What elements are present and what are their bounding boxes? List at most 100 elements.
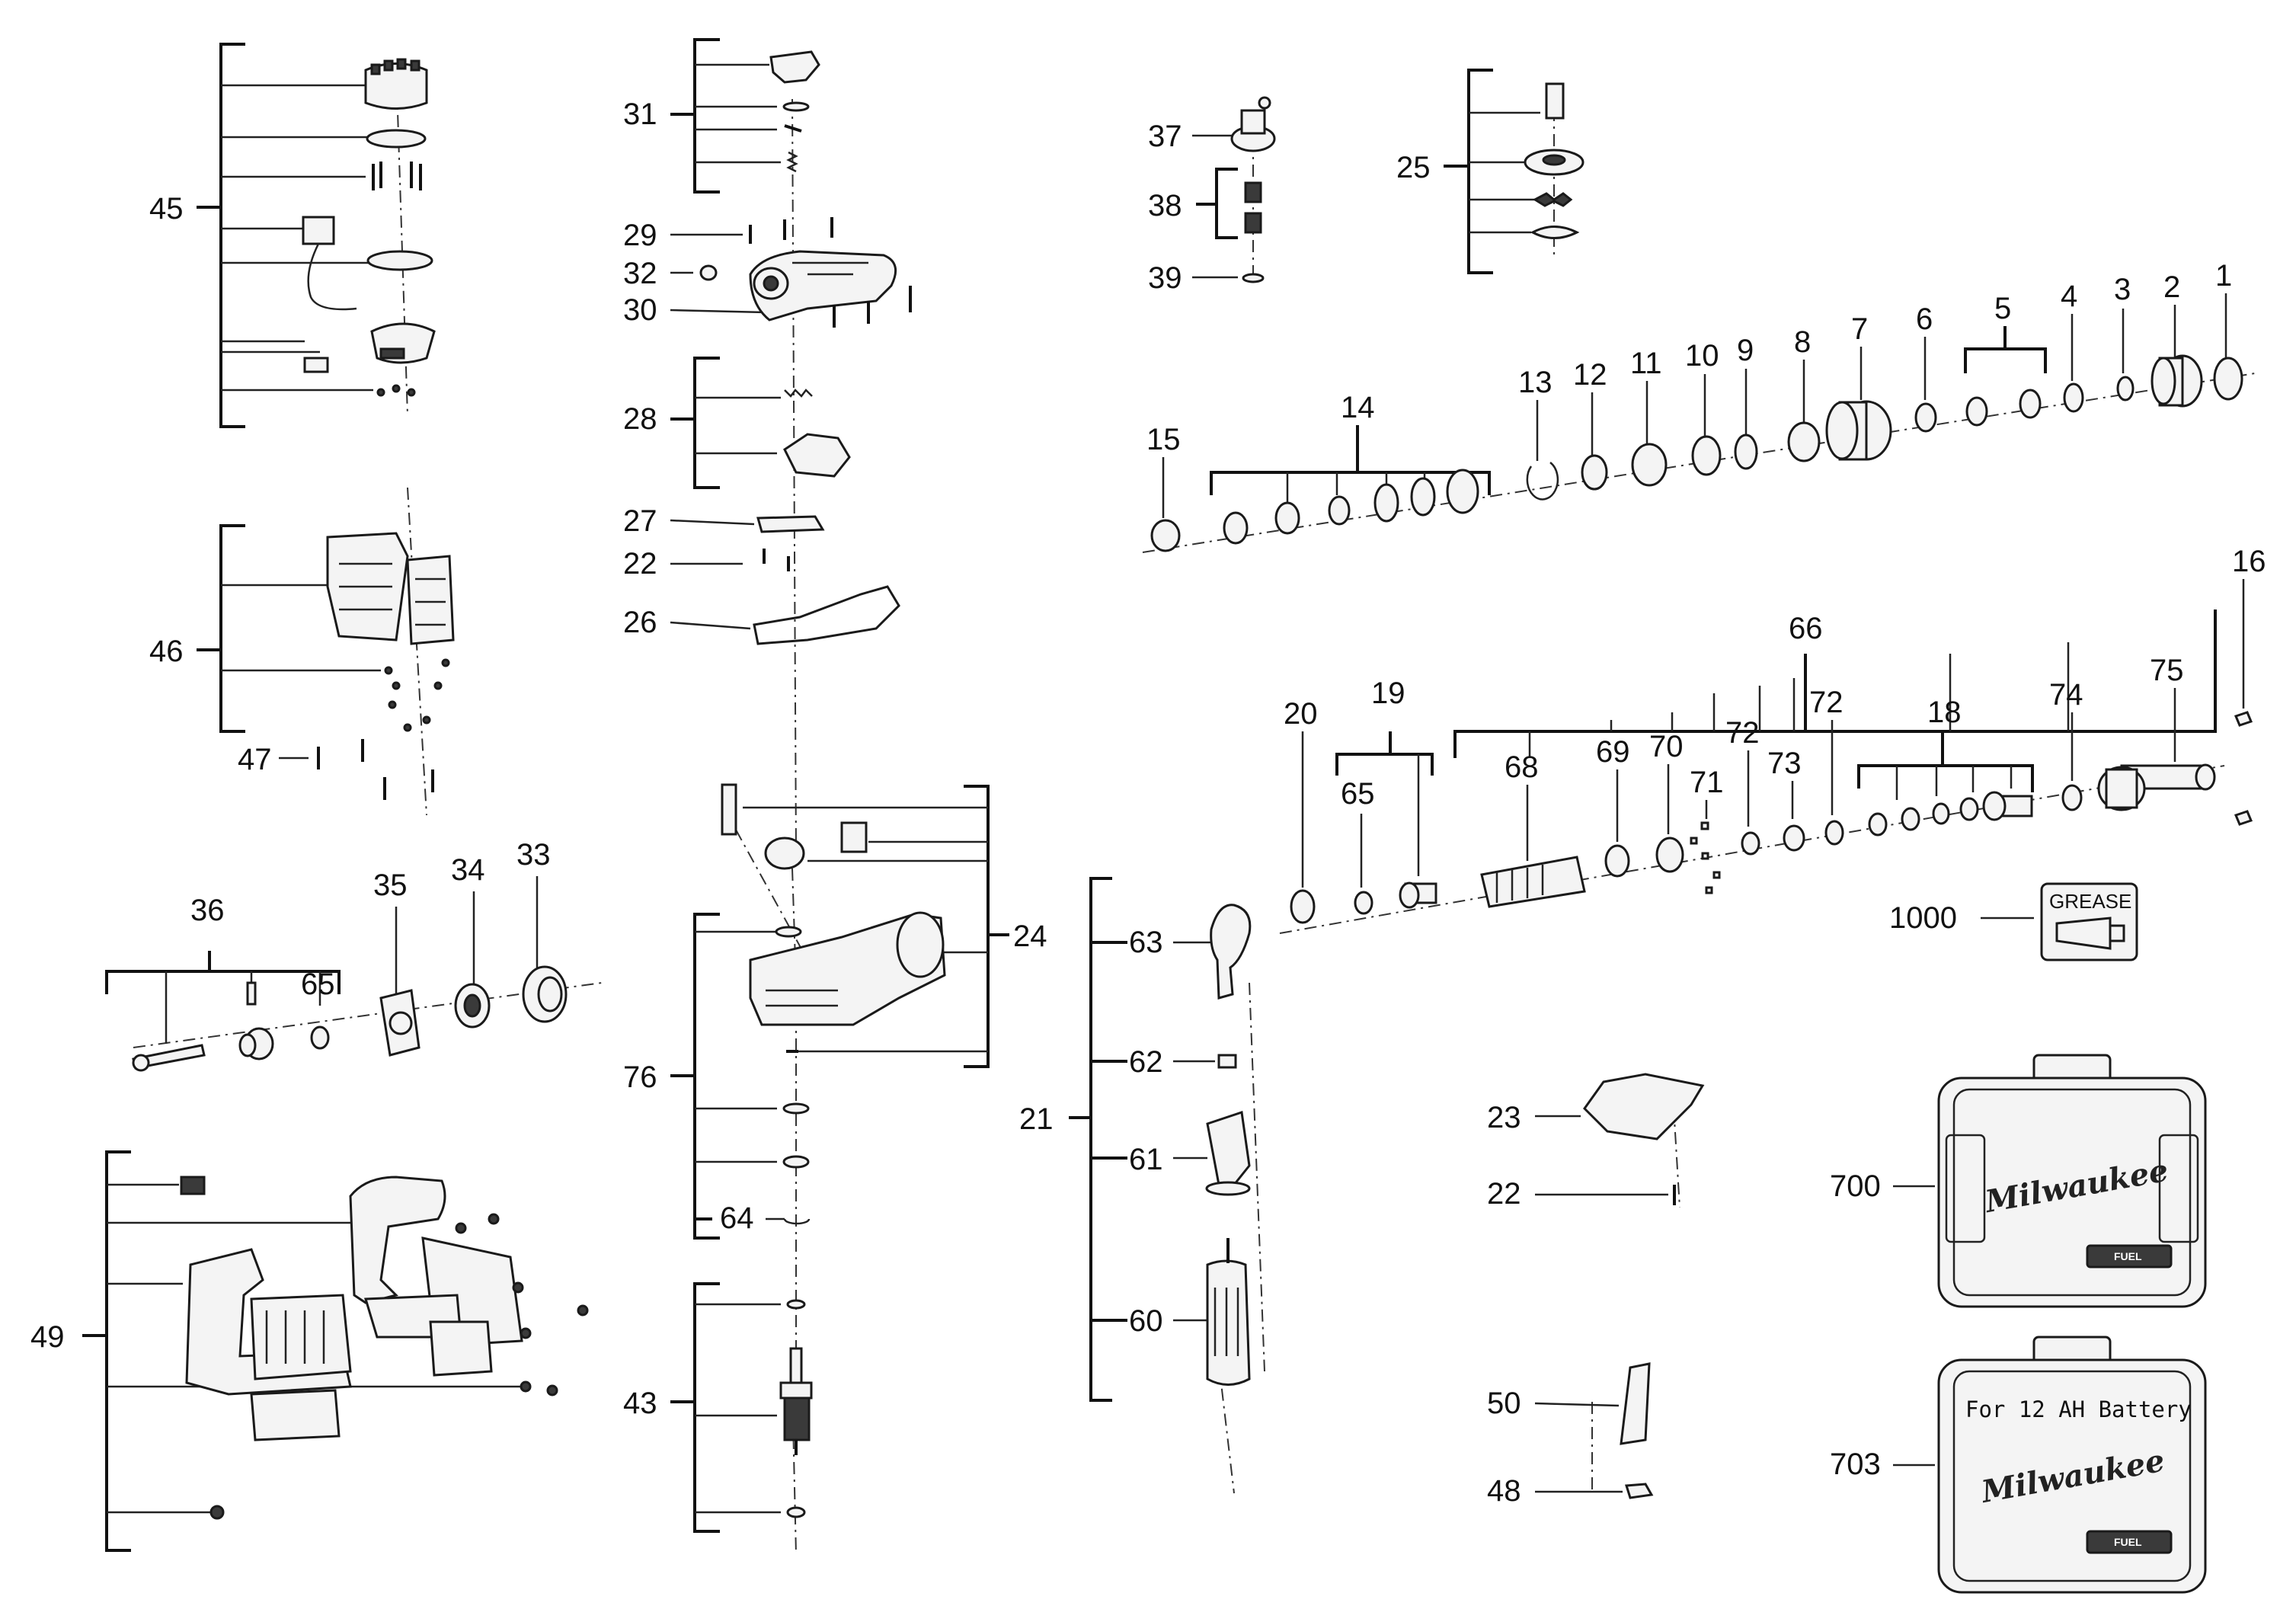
ring-3-part [2116,376,2135,402]
plunger-part [1399,881,1437,909]
spring-28-part [784,389,813,398]
callout-9: 9 [1737,334,1754,367]
bearing-plate-part [366,129,427,149]
ring-5b-part [2019,389,2042,419]
carry-case-703: 703 For 12 AH Battery Milwaukee FUEL [1830,1336,2207,1594]
callout-4: 4 [2061,280,2077,313]
callout-39-group: 39 [1148,261,1265,295]
needle-bearing-a-part [1244,181,1262,203]
ring-20-part [1290,889,1316,924]
left-handle-housing-part [185,1248,352,1441]
callout-36-group: 36 65 [105,894,341,1072]
callout-19: 19 [1371,677,1405,710]
lever-part [132,1044,206,1072]
ring-18a-part [1868,812,1888,837]
callout-23: 23 [1487,1101,1521,1134]
nut-62-part [1217,1054,1237,1069]
spindle-pin-part [1545,82,1565,120]
callout-2: 2 [2163,270,2180,304]
callout-33-group: 33 [516,838,568,1023]
label-plate-part [1620,1362,1651,1445]
ring-14e-part [1410,477,1436,517]
seal-ring-76b-part [782,1102,810,1115]
clip-part [756,515,825,533]
callout-74: 74 [2049,678,2083,712]
callout-21-group: 21 63 62 61 60 [1019,877,1252,1402]
callout-20-group: 20 [1284,697,1318,924]
callout-11: 11 [1630,347,1662,380]
grease-tube-icon [2055,917,2125,950]
callout-16: 16 [2232,545,2266,578]
nose-cap-part [2213,357,2243,401]
grip-handle-part [1206,1238,1251,1386]
coupling-part [1532,192,1573,207]
callout-37: 37 [1148,120,1182,153]
callout-76-group: 76 64 [623,913,811,1240]
spindle-part [2097,763,2216,811]
callout-50: 50 [1487,1387,1521,1420]
callout-73: 73 [1767,747,1802,780]
ring-72b-part [1824,820,1844,846]
clutch-gear-part [1230,96,1276,152]
callout-31-group: 31 [623,38,820,194]
case-700-fuel: FUEL [2114,1250,2142,1262]
ring-18c-part [1932,802,1950,825]
housing-screws-set [455,1213,589,1396]
callout-24: 24 [1013,920,1047,953]
front-sleeve-part [2151,354,2203,408]
sleeve-part [840,821,868,853]
callout-65b: 65 [1341,777,1375,811]
bearing-sleeve-part [522,965,568,1023]
callout-29: 29 [623,219,657,252]
drive-gear-part [1524,149,1584,176]
carry-case-700: 700 Milwaukee FUEL [1830,1054,2207,1308]
pin-part [246,981,257,1006]
callout-49-group: 49 [30,1150,589,1552]
callout-20: 20 [1284,697,1318,731]
callout-38: 38 [1148,189,1182,222]
callout-49: 49 [30,1320,65,1354]
callout-36: 36 [190,894,225,927]
ring-65b-part [1354,891,1373,915]
callout-48: 48 [1487,1474,1521,1508]
ring-6-part [1914,402,1937,433]
ring-11-part [1631,443,1668,487]
clamp-band-part [1210,904,1252,1000]
washer-part [782,101,810,112]
ring-10-part [1691,435,1722,476]
clutch-plate-part [1530,226,1580,239]
ring-14d-part [1373,483,1399,523]
callout-22b: 22 [1487,1177,1521,1211]
ring-14b-part [1274,501,1300,535]
case-703-battery-label: For 12 AH Battery [1965,1396,2192,1422]
case-703-fuel: FUEL [2114,1536,2142,1548]
callout-39: 39 [1148,261,1182,295]
callout-21: 21 [1019,1102,1054,1136]
ring-74-part [2061,784,2083,811]
right-handle-housing-part [349,1176,523,1377]
callout-50-group: 50 [1487,1362,1651,1445]
guide-ring-part [764,837,805,870]
callout-700: 700 [1830,1169,1881,1203]
callout-64: 64 [720,1201,754,1235]
callout-12: 12 [1573,358,1607,392]
front-axis-upper: 1 2 3 4 5 6 7 8 9 [1146,259,2243,552]
rotor-part [779,1347,813,1455]
housing-screws-part [384,658,450,732]
locking-sleeve-part [1825,400,1892,461]
callout-76: 76 [623,1061,657,1094]
plate-part [379,989,421,1057]
callout-65a: 65 [301,968,335,1001]
callout-34-group: 34 [451,853,491,1029]
ring-72a-part [1741,831,1760,856]
ring-73-part [1783,824,1805,852]
callout-15: 15 [1146,423,1181,456]
bushing-32-part [699,264,718,281]
callout-703: 703 [1830,1448,1881,1481]
callout-14: 14 [1341,391,1375,424]
circlip-part [1526,462,1559,501]
clip-16a-part [2234,711,2253,727]
callout-60: 60 [1129,1304,1163,1338]
controller-board-part [370,322,436,364]
callout-61: 61 [1129,1143,1163,1176]
